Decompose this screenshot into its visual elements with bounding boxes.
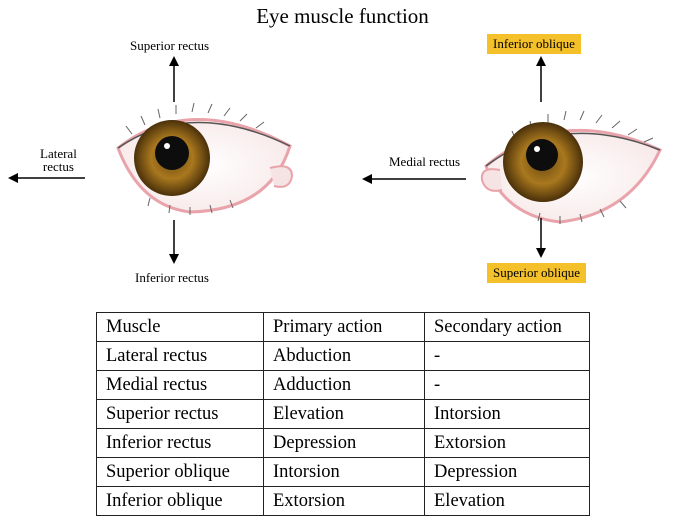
table-header-row: Muscle Primary action Secondary action [96,312,590,342]
cell-secondary: Depression [424,457,590,487]
cell-secondary: - [424,370,590,400]
cell-primary: Intorsion [263,457,425,487]
label-inferior-rectus: Inferior rectus [135,270,209,285]
cell-secondary: Intorsion [424,399,590,429]
eye-diagram [8,56,663,264]
cell-muscle: Superior oblique [96,457,264,487]
table-row: Superior oblique Intorsion Depression [96,457,590,487]
label-superior-rectus: Superior rectus [130,38,210,53]
cell-muscle: Inferior oblique [96,486,264,516]
cell-primary: Elevation [263,399,425,429]
label-medial-rectus: Medial rectus [389,154,461,169]
cell-primary: Abduction [263,341,425,371]
cell-secondary: Extorsion [424,428,590,458]
cell-primary: Adduction [263,370,425,400]
table-row: Superior rectus Elevation Intorsion [96,399,590,429]
table-row: Lateral rectus Abduction - [96,341,590,371]
cell-secondary: - [424,341,590,371]
table-row: Inferior oblique Extorsion Elevation [96,486,590,516]
label-lateral-rectus-line1: Lateral [40,146,77,161]
cell-muscle: Superior rectus [96,399,264,429]
cell-muscle: Inferior rectus [96,428,264,458]
table-row: Inferior rectus Depression Extorsion [96,428,590,458]
right-eye [480,110,663,224]
cell-primary: Depression [263,428,425,458]
figure-title: Eye muscle function [256,4,429,28]
label-lateral-rectus-line2: rectus [42,159,74,174]
header-primary-action: Primary action [263,312,425,342]
header-secondary-action: Secondary action [424,312,590,342]
cell-muscle: Lateral rectus [96,341,264,371]
table-row: Medial rectus Adduction - [96,370,590,400]
left-eye [116,102,294,215]
muscle-action-table: Muscle Primary action Secondary action L… [96,312,590,516]
label-inferior-oblique: Inferior oblique [487,34,581,54]
cell-muscle: Medial rectus [96,370,264,400]
header-muscle: Muscle [96,312,264,342]
cell-primary: Extorsion [263,486,425,516]
label-superior-oblique: Superior oblique [487,263,587,283]
label-lateral-rectus: Lateral rectus [40,147,77,173]
cell-secondary: Elevation [424,486,590,516]
